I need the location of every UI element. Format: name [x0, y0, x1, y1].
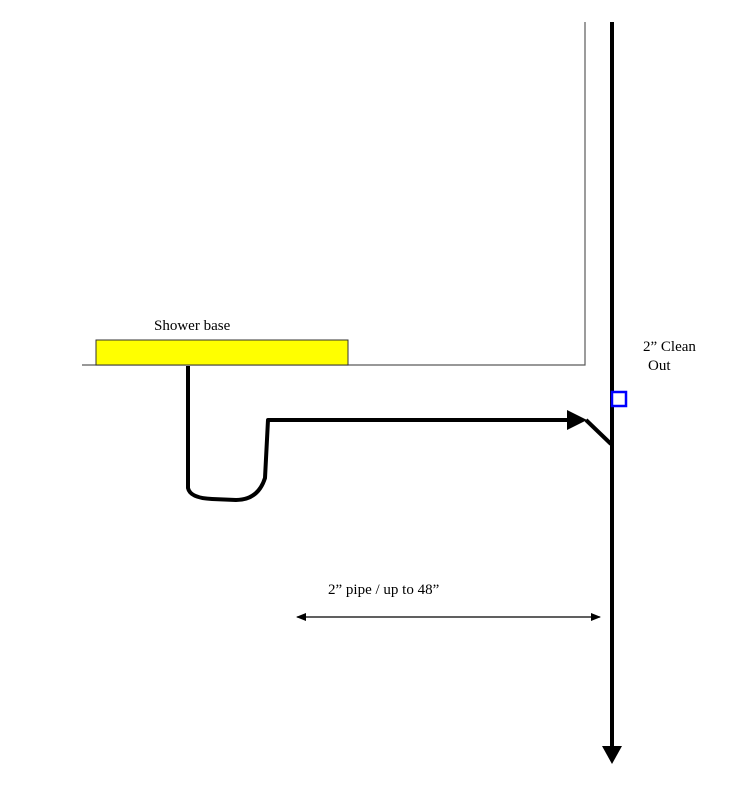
trap-drain-pipe — [186, 366, 575, 502]
pipe-dimension-label: 2” pipe / up to 48” — [328, 582, 439, 598]
clean-out-label-line2: Out — [648, 358, 671, 374]
shower-base-label: Shower base — [154, 318, 231, 334]
wye-connection — [584, 418, 613, 446]
drain-arrowhead — [567, 410, 587, 430]
shower-base — [95, 339, 349, 366]
stack-down-arrowhead — [602, 746, 622, 764]
wall-outline — [82, 22, 586, 366]
clean-out-marker — [610, 390, 628, 408]
clean-out-label-line1: 2” Clean — [643, 339, 696, 355]
